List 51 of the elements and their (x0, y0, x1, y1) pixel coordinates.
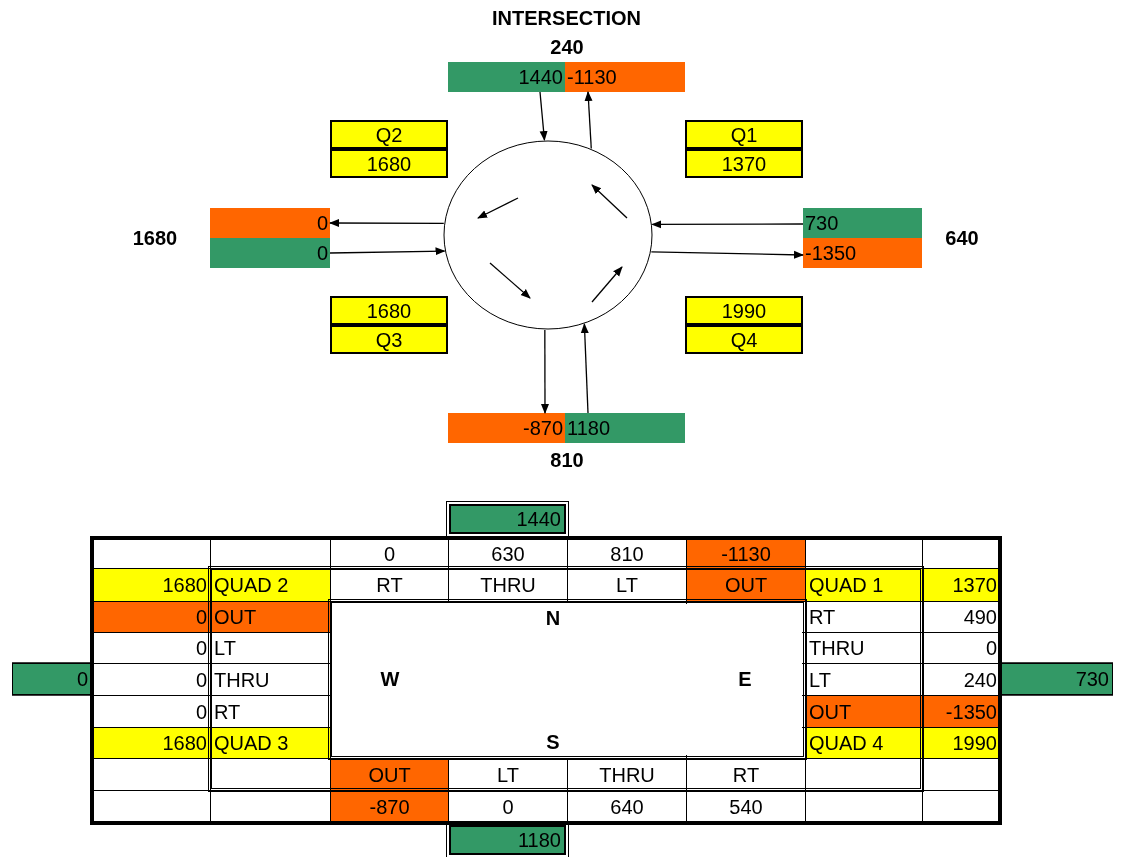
volume-box: -1130 (565, 62, 685, 92)
table-cell: QUAD 2 (210, 568, 331, 602)
table-cell: 1370 (922, 568, 1001, 602)
arrow (580, 323, 589, 414)
table-cell: QUAD 4 (805, 727, 923, 759)
arrow (650, 250, 804, 259)
volume-box: -1350 (803, 238, 922, 268)
arrow (329, 247, 446, 256)
volume-box: 1440 (448, 62, 565, 92)
compass-letter: E (737, 667, 753, 691)
quadrant-box: 1680 (330, 296, 448, 325)
arrow (329, 219, 445, 228)
arrow (584, 91, 593, 150)
quadrant-box: Q3 (330, 325, 448, 354)
table-cell: 730 (1000, 663, 1113, 695)
arrow (651, 220, 804, 229)
volume-box: 0 (210, 208, 330, 238)
arrow (541, 329, 549, 414)
total-label: 240 (549, 35, 585, 60)
arrow (539, 91, 548, 142)
table-cell: QUAD 3 (210, 727, 331, 759)
table-cell: 1990 (922, 727, 1001, 759)
compass-letter: W (379, 667, 401, 691)
compass-letter: S (545, 730, 561, 754)
table-cell: 1680 (92, 727, 211, 759)
quadrant-box: 1680 (330, 149, 448, 178)
table-cell: OUT (210, 601, 331, 633)
volume-box: 1180 (565, 413, 685, 443)
table-cell: 1440 (450, 505, 565, 533)
volume-box: 730 (803, 208, 922, 238)
total-label: 810 (549, 448, 585, 473)
quadrant-box: Q2 (330, 120, 448, 149)
volume-box: -870 (448, 413, 565, 443)
compass-letter: N (544, 606, 562, 630)
volume-box: 0 (210, 238, 330, 268)
title: INTERSECTION (491, 6, 642, 31)
table-cell: 0 (12, 663, 92, 695)
intersection-circle (443, 140, 653, 330)
table-cell: 1680 (92, 568, 211, 602)
table-cell: -870 (330, 790, 449, 823)
quadrant-box: 1370 (685, 149, 803, 178)
table-cell: OUT (805, 695, 923, 728)
table-cell: 0 (92, 601, 211, 633)
table-cell: 1180 (450, 826, 565, 854)
table-cell: QUAD 1 (805, 568, 923, 602)
total-label: 640 (944, 226, 980, 251)
table-cell: OUT (686, 568, 806, 602)
quadrant-box: Q4 (685, 325, 803, 354)
total-label: 1680 (131, 226, 179, 251)
quadrant-box: 1990 (685, 296, 803, 325)
quadrant-box: Q1 (685, 120, 803, 149)
